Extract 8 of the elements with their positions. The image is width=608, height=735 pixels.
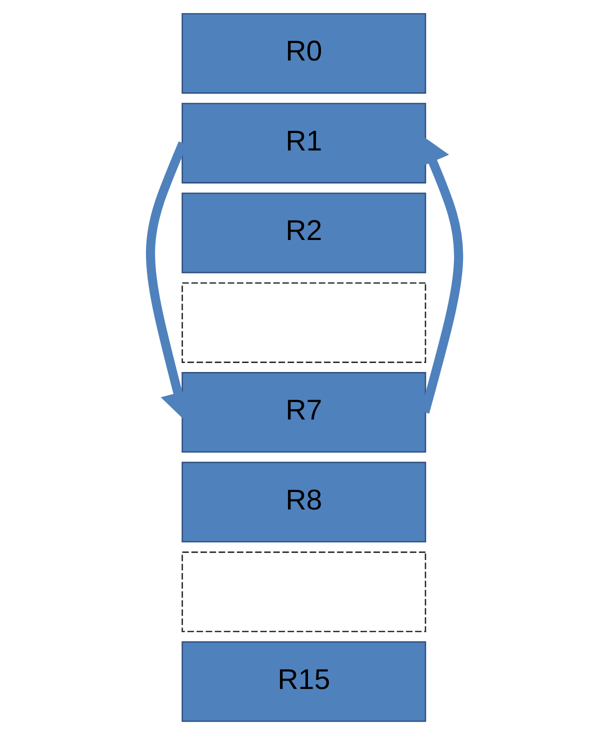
node-box bbox=[181, 282, 426, 363]
node-box: R8 bbox=[181, 462, 426, 542]
node-box: R2 bbox=[181, 192, 426, 274]
node-box: R15 bbox=[181, 641, 426, 722]
node-box: R1 bbox=[181, 102, 426, 184]
node-box bbox=[181, 552, 426, 632]
node-box: R7 bbox=[181, 372, 426, 453]
node-box: R0 bbox=[181, 13, 426, 94]
